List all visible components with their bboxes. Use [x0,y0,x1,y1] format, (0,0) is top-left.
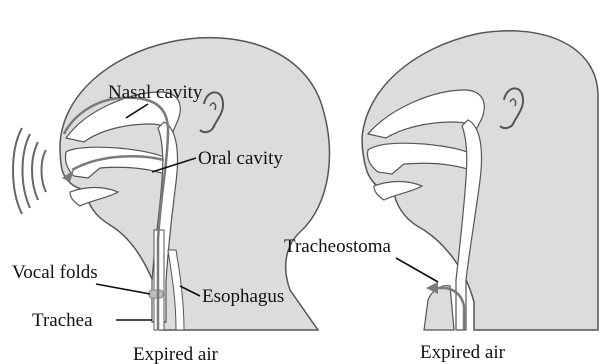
label-expired-air-left: Expired air [133,344,219,364]
right-airflow-arrowhead [426,282,438,294]
right-head-illustration [362,31,598,330]
leader-tracheostoma [396,258,438,282]
label-nasal-cavity: Nasal cavity [108,82,203,103]
sound-waves-icon [13,128,46,214]
label-esophagus: Esophagus [202,286,284,307]
label-tracheostoma: Tracheostoma [284,236,392,257]
left-vocal-folds [149,290,163,298]
label-oral-cavity: Oral cavity [198,148,283,169]
label-trachea: Trachea [32,310,93,331]
right-tracheostoma-neck [424,286,454,330]
leader-vocal-folds [96,284,150,294]
label-vocal-folds: Vocal folds [12,262,98,283]
label-expired-air-right: Expired air [420,342,506,363]
